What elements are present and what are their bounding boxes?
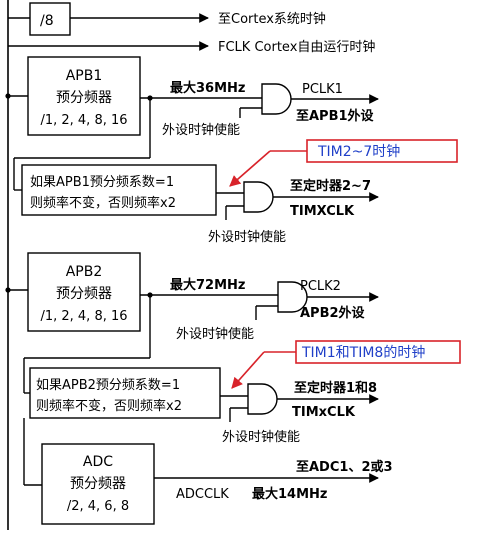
apb1-timer-and-gate [243,181,274,213]
adcclk-label: ADCCLK [176,487,229,502]
apb1-box-subtitle: 预分频器 [56,90,112,106]
apb2-timer-multiplier-box [29,367,221,419]
tim2-7-callout-arrow [229,150,271,187]
apb2-to-timer-label: 至定时器1和8 [294,380,377,396]
div8-label: /8 [40,13,54,29]
apb2-timer-enable-label: 外设时钟使能 [222,429,300,445]
apb1-timer-rule-line1: 如果APB1预分频系数=1 [30,174,174,190]
tim1-8-callout-arrow [231,351,265,389]
apb1-max-freq: 最大36MHz [170,80,245,96]
apb1-periph-label: 至APB1外设 [296,108,375,124]
pclk1-label: PCLK1 [302,82,343,97]
apb2-enable-label: 外设时钟使能 [176,326,254,342]
tim2-7-callout-text: TIM2~7时钟 [317,143,400,160]
apb2-timer-and-gate [247,383,278,415]
apb1-to-timer-label: 至定时器2~7 [290,178,371,194]
apb2-box-title: APB2 [66,264,103,280]
pclk2-label: PCLK2 [300,279,341,294]
adc-box-subtitle: 预分频器 [70,476,126,492]
apb1-timer-multiplier-box [21,164,217,216]
apb2-periph-label: APB2外设 [300,305,366,321]
apb2-timer-rule-line2: 则频率不变，否则频率x2 [36,398,182,414]
tim1-8-callout-text: TIM1和TIM8的时钟 [301,344,425,361]
cortex-clock-label: 至Cortex系统时钟 [218,11,326,27]
apb1-box-title: APB1 [66,68,103,84]
adc-box-ratios: /2, 4, 6, 8 [67,499,129,514]
apb2-box-ratios: /1, 2, 4, 8, 16 [40,309,127,324]
adc-max-freq: 最大14MHz [252,486,327,502]
apb1-timer-enable-label: 外设时钟使能 [208,229,286,245]
fclk-label: FCLK Cortex自由运行时钟 [218,39,375,55]
apb1-timer-rule-line2: 则频率不变，否则频率x2 [30,195,176,211]
adc-prescaler-box [41,443,155,525]
apb2-prescaler-box [27,252,141,332]
adc-box-title: ADC [83,454,113,470]
timxclk1-label: TIMXCLK [290,204,355,219]
div8-box [29,2,71,36]
apb2-and-gate [277,281,308,313]
timxclk2-label: TIMxCLK [292,405,356,420]
apb1-prescaler-box [27,56,141,136]
apb1-box-ratios: /1, 2, 4, 8, 16 [40,113,127,128]
apb2-timer-rule-line1: 如果APB2预分频系数=1 [36,377,180,393]
apb1-and-gate [261,83,292,115]
apb1-enable-label: 外设时钟使能 [162,122,240,138]
apb2-box-subtitle: 预分频器 [56,286,112,302]
adc-to-label: 至ADC1、2或3 [296,459,393,475]
apb2-max-freq: 最大72MHz [170,277,245,293]
